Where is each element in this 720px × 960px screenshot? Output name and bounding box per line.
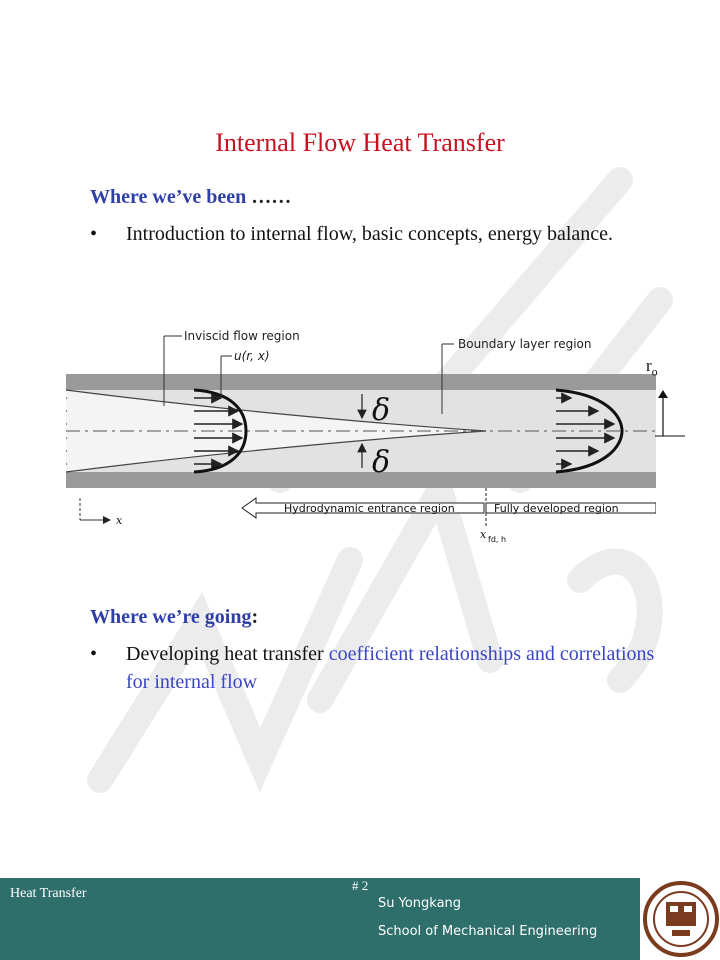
delta-label-top: δ (372, 393, 390, 428)
bullet-past-text: Introduction to internal flow, basic con… (126, 223, 614, 245)
hydro-label: Hydrodynamic entrance region (284, 502, 455, 515)
radius-subscript: o (651, 364, 658, 379)
xfd-label: x (480, 528, 487, 541)
boundary-layer-edge-bottom (66, 430, 487, 473)
velocity-label: u(r, x) (234, 349, 270, 363)
bullet-marker: • (90, 643, 98, 665)
fully-developed-label: Fully developed region (494, 502, 619, 515)
radius-arrow (655, 390, 685, 437)
developing-profile-arrows (194, 392, 244, 470)
course-name: Heat Transfer (10, 886, 87, 901)
section-heading-past-suffix: …… (246, 186, 292, 208)
flow-diagram: δ δ Inviscid flow region u(r, x) Boundar… (66, 329, 656, 544)
bullet-future-highlight: coefficient relationships and correlatio… (126, 643, 655, 693)
bullet-future-text: Developing heat transfer coefficient rel… (126, 640, 666, 696)
bullet-future-plain: Developing heat transfer (126, 643, 329, 665)
radius-label: ro (646, 356, 658, 379)
pipe-wall-top (66, 374, 656, 390)
author-name: Su Yongkang (378, 896, 462, 911)
section-heading-future-text: Where we’re going (90, 606, 252, 628)
boundary-label: Boundary layer region (458, 337, 591, 351)
pipe-wall-bottom (66, 472, 656, 488)
slide-title: Internal Flow Heat Transfer (215, 128, 505, 157)
bullet-past: • Introduction to internal flow, basic c… (90, 220, 650, 280)
page-number: # 2 (352, 878, 369, 893)
developing-profile-curve (193, 388, 248, 474)
section-heading-future: Where we’re going: (90, 606, 258, 629)
radius-symbol: r (646, 356, 652, 375)
school-name: School of Mechanical Engineering (378, 924, 598, 939)
delta-label-bottom: δ (372, 445, 390, 480)
section-heading-past: Where we’ve been …… (90, 186, 291, 209)
hydro-region-arrow (241, 497, 485, 519)
bullet-future: • Developing heat transfer coefficient r… (90, 640, 654, 700)
xfd-subscript: fd, h (488, 535, 506, 544)
university-seal-icon (643, 881, 719, 957)
boundary-layer-edge-top (66, 389, 487, 432)
developed-profile-curve (555, 388, 624, 474)
footer-bar: Heat Transfer # 2 Su Yongkang School of … (0, 878, 640, 960)
section-heading-past-text: Where we’ve been (90, 186, 247, 208)
section-heading-future-suffix: : (251, 606, 259, 628)
x-axis-label: x (116, 514, 123, 527)
inviscid-label: Inviscid flow region (184, 329, 300, 343)
developed-profile-arrows (556, 392, 616, 470)
bullet-marker: • (90, 223, 98, 245)
